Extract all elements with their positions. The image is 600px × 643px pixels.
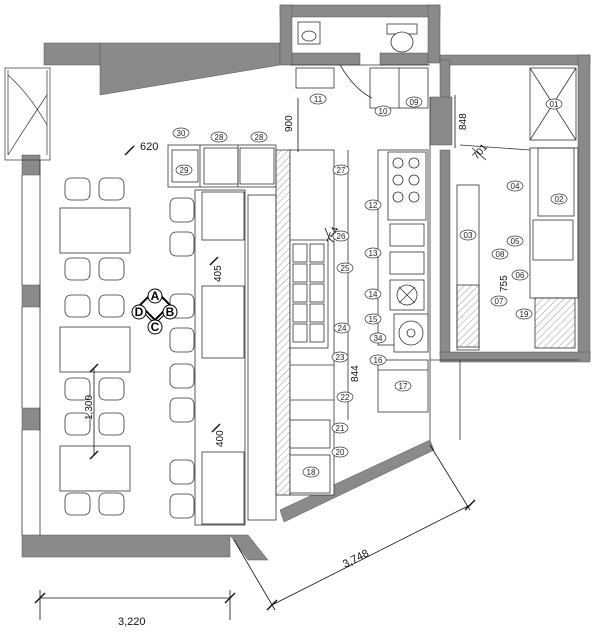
counter-top-left	[167, 144, 277, 188]
tag-18: 18	[307, 468, 316, 477]
tag-15: 15	[369, 315, 378, 324]
wall-top-diagonal	[99, 42, 281, 96]
tag-20: 20	[336, 448, 345, 457]
tag-13: 13	[369, 249, 378, 258]
tag-29: 29	[180, 166, 189, 175]
range-burners	[387, 151, 427, 221]
toilet-bowl	[390, 31, 414, 53]
walls	[21, 4, 591, 561]
wall-mid-side	[439, 149, 451, 356]
cooking-range	[347, 149, 429, 420]
wall-pier-3	[21, 407, 41, 431]
tag-17: 17	[399, 382, 408, 391]
wall-pier-1	[21, 154, 41, 176]
dining-area	[59, 189, 277, 526]
entrance-door[interactable]	[4, 67, 51, 161]
hatched-wall	[275, 149, 291, 496]
table-3[interactable]	[59, 445, 131, 492]
tag-09: 09	[410, 98, 419, 107]
wall-pier-2	[21, 284, 41, 308]
tag-28-b: 28	[255, 133, 264, 142]
dimension-lines	[39, 95, 487, 620]
wall-restroom-bottom-a	[291, 52, 361, 66]
wall-right-top	[439, 54, 591, 66]
wall-right-bottom	[439, 351, 591, 363]
equipment-02	[537, 147, 575, 217]
section-marker: A B C D	[131, 288, 178, 335]
dim-400: 400	[215, 430, 226, 447]
dim-3220: 3,220	[118, 616, 146, 628]
tag-04: 04	[511, 182, 520, 191]
equipment-05	[532, 219, 574, 261]
chairs	[64, 177, 195, 519]
table-2[interactable]	[59, 326, 131, 373]
tag-10: 10	[379, 107, 388, 116]
dim-844: 844	[350, 365, 361, 382]
tag-08: 08	[496, 250, 505, 259]
section-label-d: D	[135, 305, 144, 319]
tag-12: 12	[369, 201, 378, 210]
dim-755: 755	[499, 275, 510, 292]
outlines	[21, 64, 580, 535]
wall-restroom-right	[427, 4, 441, 64]
tag-26: 26	[337, 232, 346, 241]
tag-22: 22	[341, 393, 350, 402]
dim-1300: 1,300	[84, 395, 95, 420]
tag-07: 07	[495, 297, 504, 306]
wall-restroom-top	[279, 4, 441, 18]
sink-21	[289, 419, 331, 449]
tag-34: 34	[374, 334, 383, 343]
dimension-ticks	[34, 145, 476, 611]
section-label-a: A	[151, 289, 160, 303]
tag-11: 11	[314, 95, 323, 104]
kitchen-line	[275, 149, 335, 496]
wall-bottom-corner	[229, 534, 269, 561]
tag-05: 05	[511, 237, 520, 246]
tag-27: 27	[337, 166, 346, 175]
wall-top-left	[43, 42, 101, 66]
table-1[interactable]	[59, 207, 131, 254]
wall-restroom-bottom-b	[379, 52, 429, 66]
bench-1	[201, 191, 245, 241]
dim-620: 620	[140, 141, 158, 153]
tag-25: 25	[341, 264, 350, 273]
dim-3748: 3,748	[341, 547, 371, 570]
dim-405: 405	[213, 265, 224, 282]
counter-strip	[247, 194, 277, 521]
wall-restroom-left	[279, 4, 293, 66]
tag-21: 21	[336, 424, 345, 433]
bench-3	[201, 451, 245, 525]
tag-06: 06	[516, 271, 525, 280]
dim-701: 701	[471, 142, 490, 162]
equipment-tags	[172, 93, 568, 478]
tag-01: 01	[550, 100, 559, 109]
wall-mid-top	[439, 59, 451, 98]
section-label-b: B	[166, 305, 175, 319]
wall-bottom-left	[21, 534, 231, 558]
wall-column-mid	[429, 96, 453, 146]
tag-30: 30	[177, 129, 186, 138]
dim-848: 848	[458, 113, 469, 130]
tag-16: 16	[374, 356, 383, 365]
right-kitchen	[456, 67, 579, 351]
booth-outline	[194, 189, 246, 526]
wall-bottom-diagonal	[279, 439, 435, 523]
tag-03: 03	[464, 231, 473, 240]
tag-23: 23	[336, 353, 345, 362]
tag-14: 14	[369, 290, 378, 299]
sink-11	[295, 67, 335, 89]
bench-2	[201, 285, 245, 359]
wall-right-side	[577, 54, 591, 361]
section-label-c: C	[151, 320, 160, 334]
dim-900: 900	[284, 115, 295, 132]
tag-02: 02	[555, 195, 564, 204]
equipment-tag-labels: 01 02 03 04 05 06 07 08 09 10 11 12 13 1…	[177, 95, 564, 477]
tag-19: 19	[520, 310, 529, 319]
tag-28-a: 28	[215, 133, 224, 142]
tag-24: 24	[338, 324, 347, 333]
